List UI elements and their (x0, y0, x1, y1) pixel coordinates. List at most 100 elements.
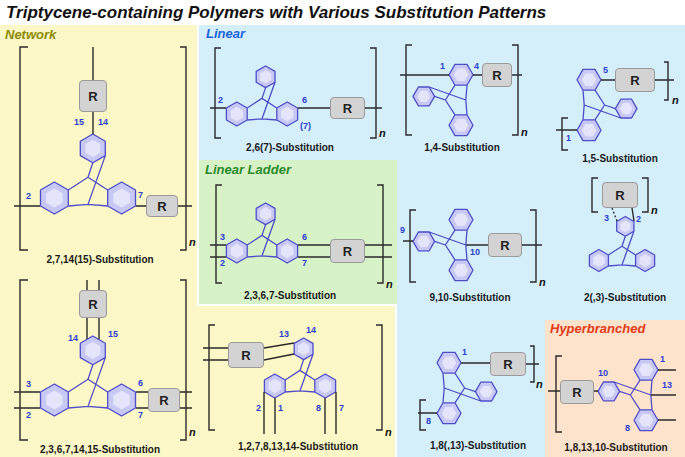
r-label: R (159, 394, 168, 407)
category-band: Linear LadderR (199, 160, 397, 304)
ring-inner (454, 119, 468, 131)
substitution-label: 2,6(7)-Substitution (246, 142, 334, 153)
repeat-unit-n: n (189, 426, 196, 438)
ring-inner (260, 70, 271, 83)
ring-inner (281, 244, 293, 258)
ring-inner (113, 390, 130, 409)
r-label: R (88, 90, 97, 103)
benzene-ring (475, 382, 497, 401)
dashed-bond-23 (612, 208, 617, 221)
category-band: LinearLinear LadderRHyperbranchedRRRRRRR (199, 25, 685, 457)
position-number: 8 (625, 424, 630, 434)
position-number: 2 (220, 259, 225, 269)
ring-inner (85, 140, 100, 157)
substitution-label: 2,3,6,7-Substitution (244, 290, 336, 301)
benzene-ring (277, 239, 298, 263)
position-number: (7) (300, 122, 311, 132)
r-group-box: R (482, 63, 512, 87)
triptycene-rings (41, 64, 659, 430)
r-label: R (500, 239, 509, 252)
bonds-linear-14 (400, 45, 522, 135)
benzene-ring (264, 374, 285, 398)
position-number: 9 (400, 226, 405, 236)
triptycene-skeleton (589, 217, 654, 272)
bonds-network-a (14, 47, 192, 250)
triptycene-skeleton (598, 359, 658, 430)
ring-inner (620, 103, 633, 114)
ring-inner (417, 91, 430, 102)
position-number: 2 (26, 192, 31, 202)
benzene-ring (80, 134, 105, 163)
ring-inner (319, 379, 331, 393)
position-number: 7 (302, 259, 307, 269)
r-group-box: R (79, 80, 107, 112)
benzene-ring (449, 115, 473, 136)
benzene-ring (598, 382, 620, 401)
benzene-ring (108, 182, 136, 214)
benzene-ring (589, 250, 608, 272)
r-label: R (343, 245, 352, 258)
bonds-linear-26 (210, 48, 382, 138)
position-number: 1 (440, 62, 445, 72)
position-number: 14 (68, 334, 78, 344)
r-group-box: R (490, 352, 526, 376)
bonds-hyperbranched (548, 356, 676, 432)
r-label: R (615, 189, 624, 202)
r-label: R (572, 386, 581, 399)
ring-inner (231, 107, 243, 121)
bonds-linear-18 (418, 346, 539, 430)
repeat-unit-n: n (386, 278, 393, 290)
ring-inner (639, 364, 653, 376)
triptycene-skeleton (264, 338, 335, 398)
substitution-label: 1,2,7,8,13,14-Substitution (238, 441, 358, 452)
position-number: 6 (302, 96, 307, 106)
ladder-band-fill (199, 160, 397, 304)
benzene-ring (226, 102, 247, 126)
substitution-label: 1,8,13,10-Substitution (564, 442, 667, 453)
benzene-ring (449, 64, 473, 85)
r-label: R (88, 298, 97, 311)
r-label: R (343, 102, 352, 115)
benzene-ring (615, 99, 637, 118)
r-label: R (492, 69, 501, 82)
ring-inner (593, 254, 604, 267)
ring-inner (442, 357, 456, 369)
ring-inner (639, 414, 653, 426)
ring-inner (46, 390, 63, 409)
benzene-ring (437, 352, 461, 373)
ring-inner (281, 107, 293, 121)
benzene-ring (277, 102, 298, 126)
substitution-label: 2(,3)-Substitution (584, 292, 666, 303)
ring-inner (85, 342, 100, 359)
repeat-unit-n: n (539, 276, 546, 288)
ring-inner (454, 214, 468, 226)
position-number: 1 (462, 348, 467, 358)
benzene-ring (634, 359, 658, 380)
benzene-ring (256, 66, 275, 88)
benzene-ring (315, 374, 336, 398)
bridge-bonds (429, 230, 467, 260)
repeat-unit-n: n (651, 204, 658, 216)
r-group-box: R (330, 239, 365, 263)
bridge-bonds (247, 82, 277, 120)
position-number: 4 (474, 62, 479, 72)
position-number: 7 (138, 411, 143, 421)
bonds-network-c (203, 325, 382, 434)
position-number: 1 (566, 134, 571, 144)
position-number: 15 (108, 330, 118, 340)
benzene-ring (449, 260, 473, 281)
ring-inner (113, 188, 130, 207)
r-group-box: R (148, 388, 180, 412)
benzene-ring (449, 209, 473, 230)
ring-inner (480, 386, 493, 397)
bonds-and-brackets (14, 45, 676, 440)
position-number: 13 (279, 330, 289, 340)
r-label: R (241, 349, 250, 362)
benzene-ring (41, 384, 69, 416)
position-number: 14 (98, 118, 108, 128)
ring-inner (454, 264, 468, 276)
position-number: 2 (636, 215, 641, 225)
ring-inner (582, 124, 596, 136)
position-number: 10 (598, 369, 608, 379)
